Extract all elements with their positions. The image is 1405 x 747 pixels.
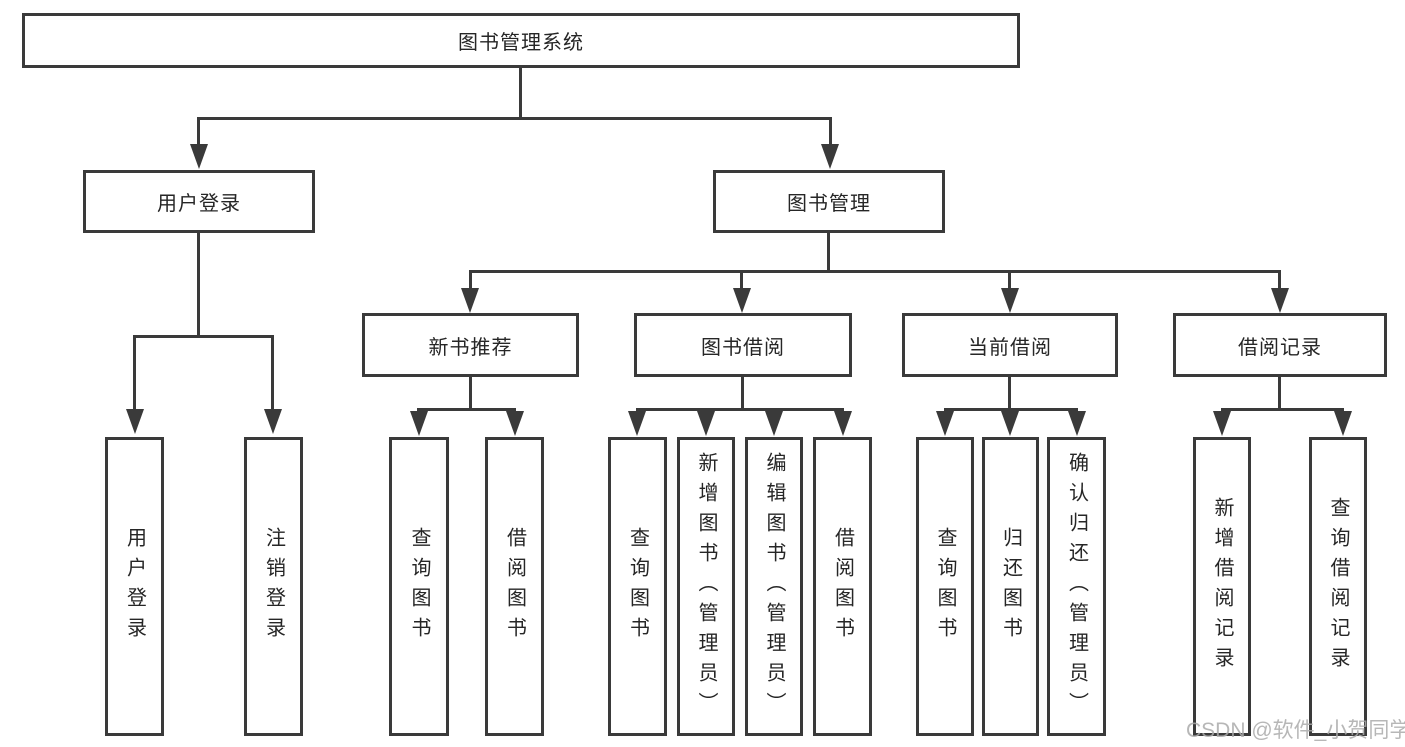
connector-hline: [197, 117, 832, 120]
arrowhead-down: [733, 288, 751, 313]
arrowhead-down: [1068, 411, 1086, 436]
leaf-label: 归还图书: [999, 526, 1022, 647]
leaf-label: 新增借阅记录: [1211, 496, 1233, 677]
connector-vline: [1008, 377, 1011, 410]
connector-vline: [271, 335, 274, 410]
node-user-login: 用户登录: [83, 170, 315, 233]
connector-vline: [1278, 377, 1281, 410]
node-root-library-system: 图书管理系统: [22, 13, 1020, 68]
leaf-label: 注销登录: [262, 526, 285, 647]
arrowhead-down: [765, 411, 783, 436]
leaf-label: 查询图书: [626, 526, 649, 647]
connector-hline: [636, 408, 844, 411]
connector-vline: [519, 68, 522, 118]
arrowhead-down: [1213, 411, 1231, 436]
arrowhead-down: [461, 288, 479, 313]
node-book-borrowing: 图书借阅: [634, 313, 852, 377]
arrowhead-down: [1271, 288, 1289, 313]
connector-vline: [741, 377, 744, 410]
connector-vline: [469, 377, 472, 410]
connector-vline: [197, 233, 200, 337]
leaf-label: 查询图书: [934, 526, 956, 647]
watermark: CSDN @软件_小贺同学: [1186, 719, 1405, 742]
connector-vline: [740, 270, 743, 290]
arrowhead-down: [821, 144, 839, 169]
connector-hline: [417, 408, 516, 411]
node-label: 图书借阅: [701, 336, 785, 359]
leaf-label: 借阅图书: [831, 526, 854, 647]
node-borrow-records: 借阅记录: [1173, 313, 1387, 377]
leaf-borrow-books: 借阅图书: [485, 437, 544, 736]
leaf-user-login: 用户登录: [105, 437, 164, 736]
leaf-label: 新增图书（管理员）: [695, 451, 717, 722]
connector-vline: [829, 117, 832, 145]
leaf-label: 查询借阅记录: [1327, 496, 1349, 677]
leaf-logout: 注销登录: [244, 437, 303, 736]
node-label: 新书推荐: [428, 336, 513, 359]
node-label: 用户登录: [157, 193, 241, 215]
connector-vline: [827, 233, 830, 272]
node-label: 借阅记录: [1238, 336, 1322, 359]
arrowhead-down: [190, 144, 208, 169]
node-label: 图书管理系统: [458, 32, 584, 54]
connector-vline: [1278, 270, 1281, 290]
node-current-borrowing: 当前借阅: [902, 313, 1118, 377]
arrowhead-down: [697, 411, 715, 436]
leaf-label: 借阅图书: [503, 526, 526, 647]
leaf-label: 编辑图书（管理员）: [763, 451, 785, 722]
node-book-management: 图书管理: [713, 170, 945, 233]
leaf-query-books: 查询图书: [389, 437, 449, 736]
node-label: 当前借阅: [968, 336, 1052, 359]
arrowhead-down: [126, 409, 144, 434]
connector-hline: [1221, 408, 1344, 411]
leaf-return-books: 归还图书: [982, 437, 1039, 736]
node-label: 图书管理: [787, 193, 871, 215]
arrowhead-down: [936, 411, 954, 436]
connector-vline: [133, 335, 136, 410]
leaf-label: 查询图书: [408, 526, 430, 647]
leaf-label: 用户登录: [123, 526, 146, 647]
leaf-query-books: 查询图书: [916, 437, 974, 736]
leaf-confirm-return-admin: 确认归还（管理员）: [1047, 437, 1106, 736]
connector-vline: [197, 117, 200, 145]
arrowhead-down: [1001, 288, 1019, 313]
arrowhead-down: [834, 411, 852, 436]
arrowhead-down: [628, 411, 646, 436]
arrowhead-down: [264, 409, 282, 434]
node-new-book-recommend: 新书推荐: [362, 313, 579, 377]
leaf-edit-books-admin: 编辑图书（管理员）: [745, 437, 803, 736]
leaf-add-borrow-record: 新增借阅记录: [1193, 437, 1251, 736]
arrowhead-down: [1334, 411, 1352, 436]
connector-hline: [469, 270, 1281, 273]
arrowhead-down: [1001, 411, 1019, 436]
leaf-query-books: 查询图书: [608, 437, 667, 736]
arrowhead-down: [410, 411, 428, 436]
leaf-add-books-admin: 新增图书（管理员）: [677, 437, 735, 736]
connector-vline: [1008, 270, 1011, 290]
connector-hline: [133, 335, 274, 338]
leaf-query-borrow-record: 查询借阅记录: [1309, 437, 1367, 736]
connector-vline: [469, 270, 472, 290]
connector-hline: [944, 408, 1078, 411]
leaf-borrow-books: 借阅图书: [813, 437, 872, 736]
leaf-label: 确认归还（管理员）: [1065, 451, 1088, 722]
arrowhead-down: [506, 411, 524, 436]
